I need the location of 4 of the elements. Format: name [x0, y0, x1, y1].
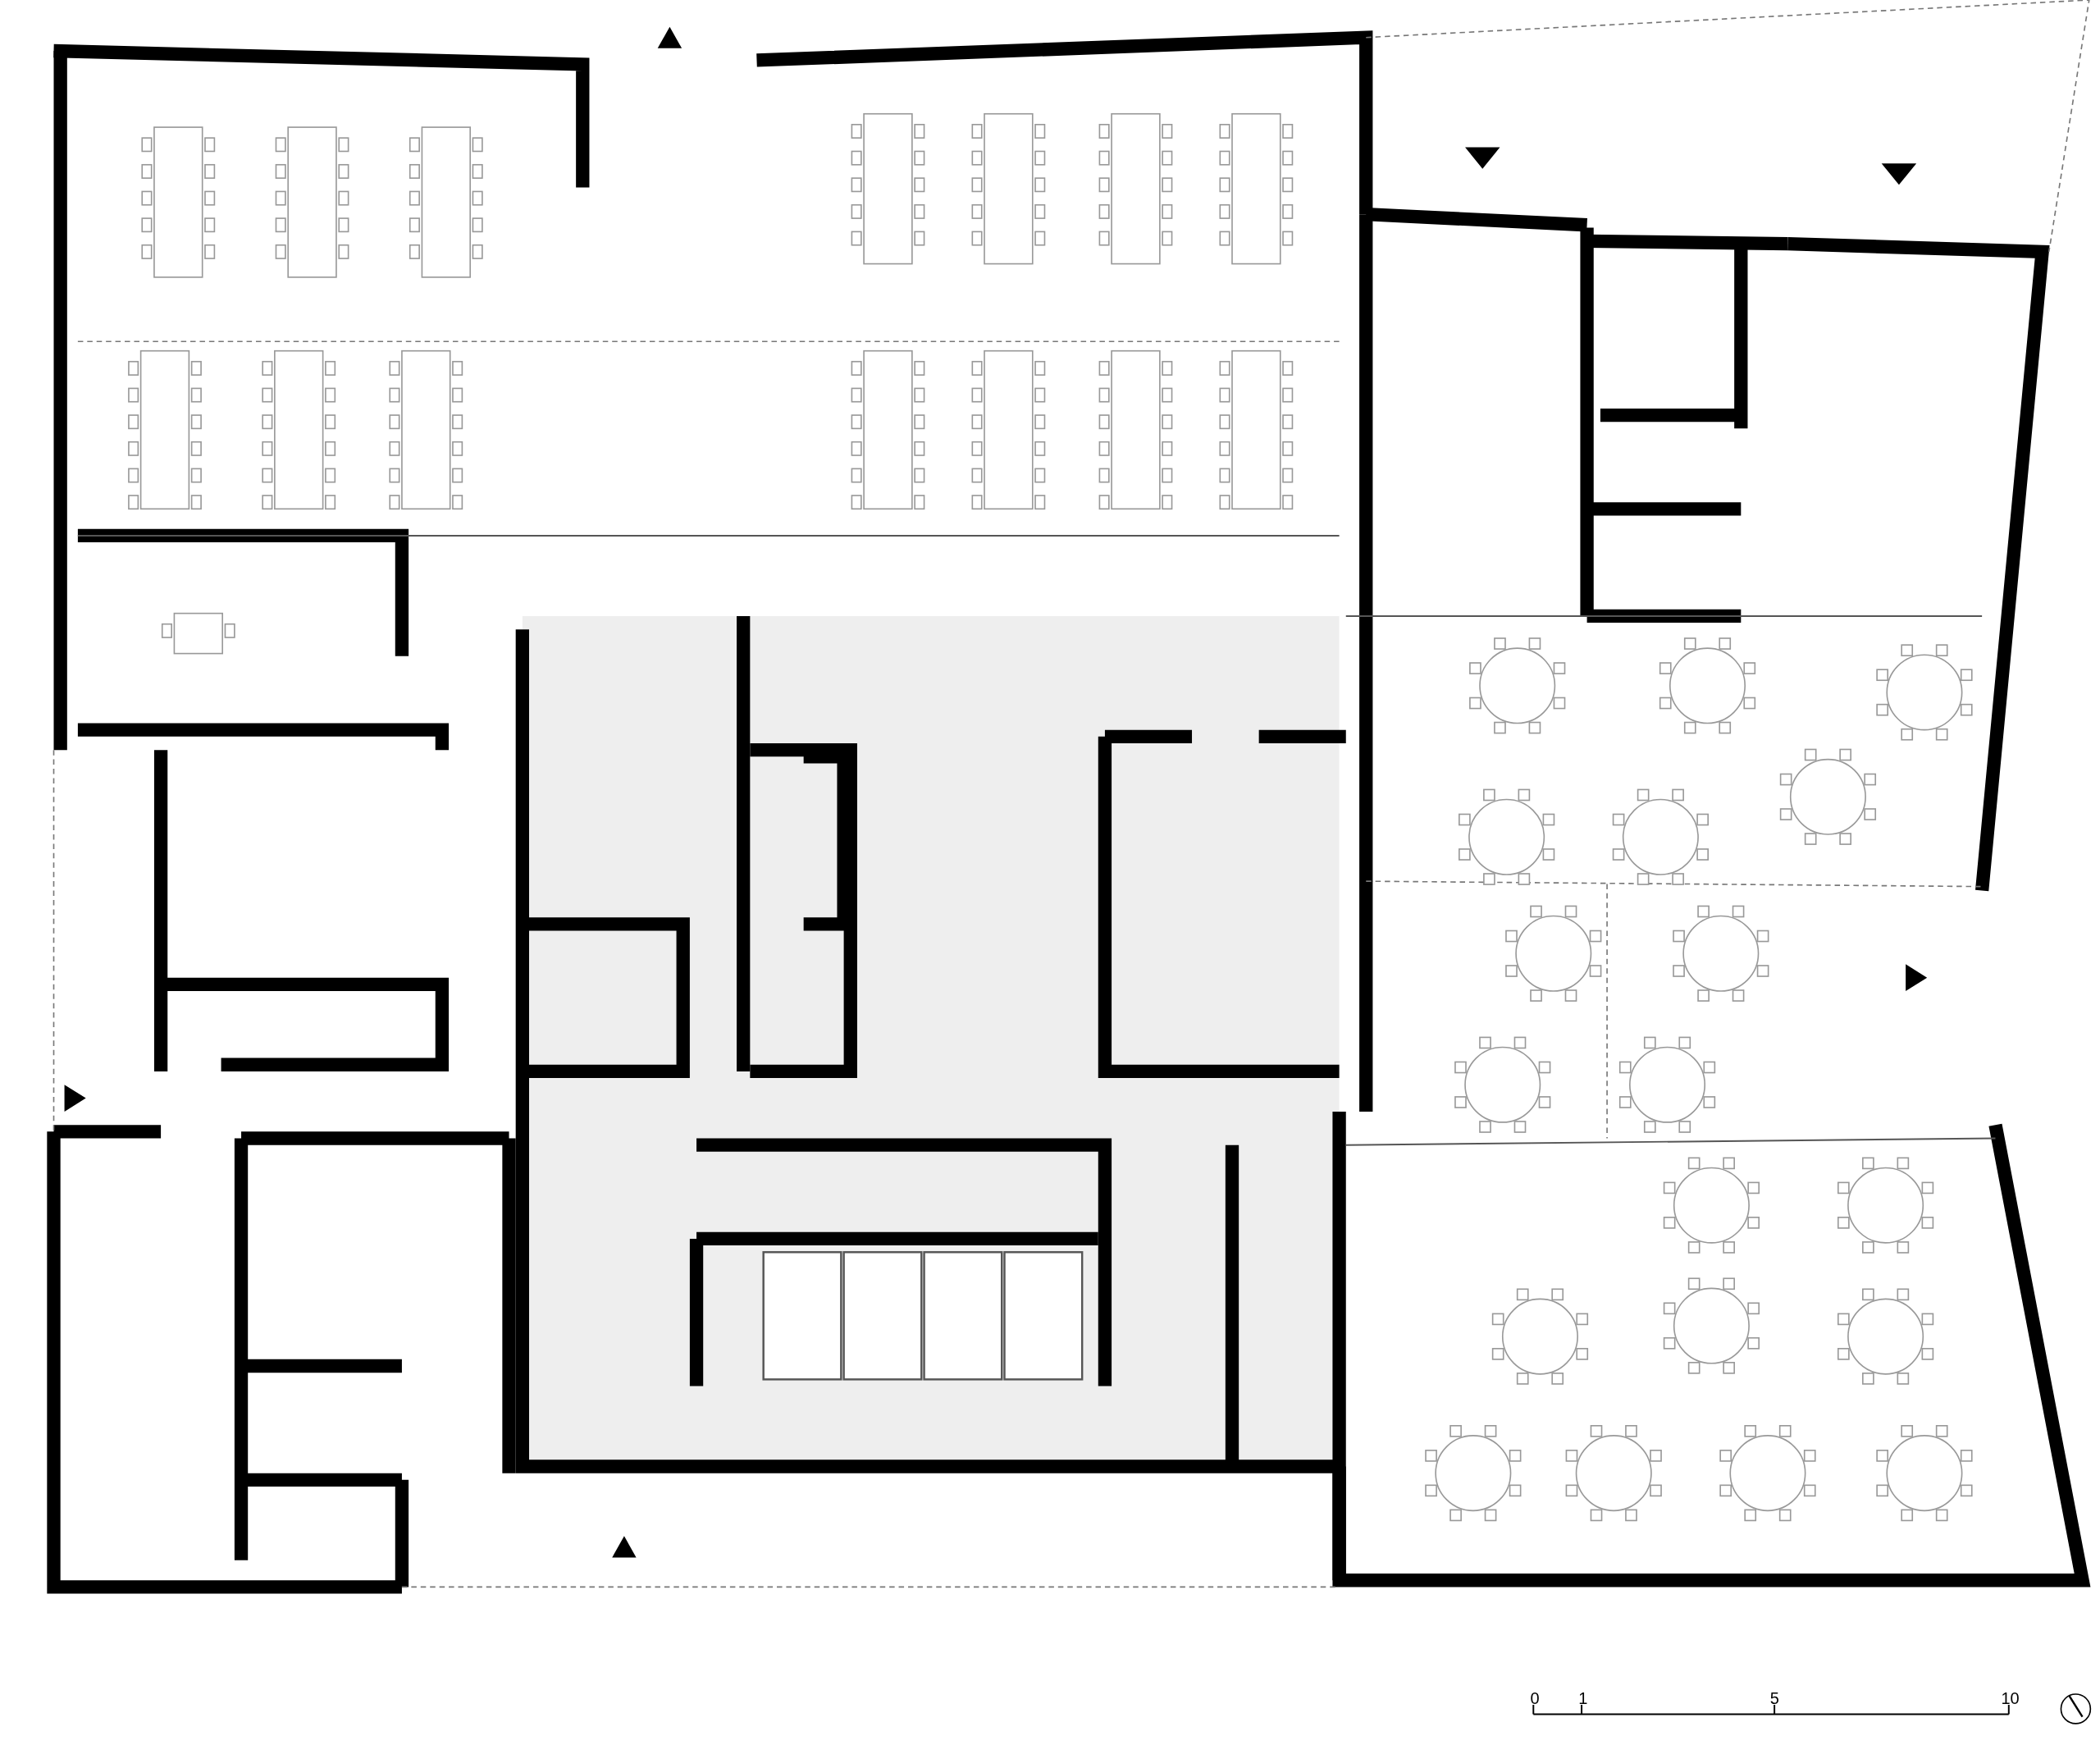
scale-label: 5 — [1769, 1690, 1779, 1707]
scale-label: 0 — [1530, 1690, 1540, 1707]
scale-label: 1 — [1578, 1690, 1588, 1707]
scale-label: 10 — [2001, 1690, 2020, 1707]
